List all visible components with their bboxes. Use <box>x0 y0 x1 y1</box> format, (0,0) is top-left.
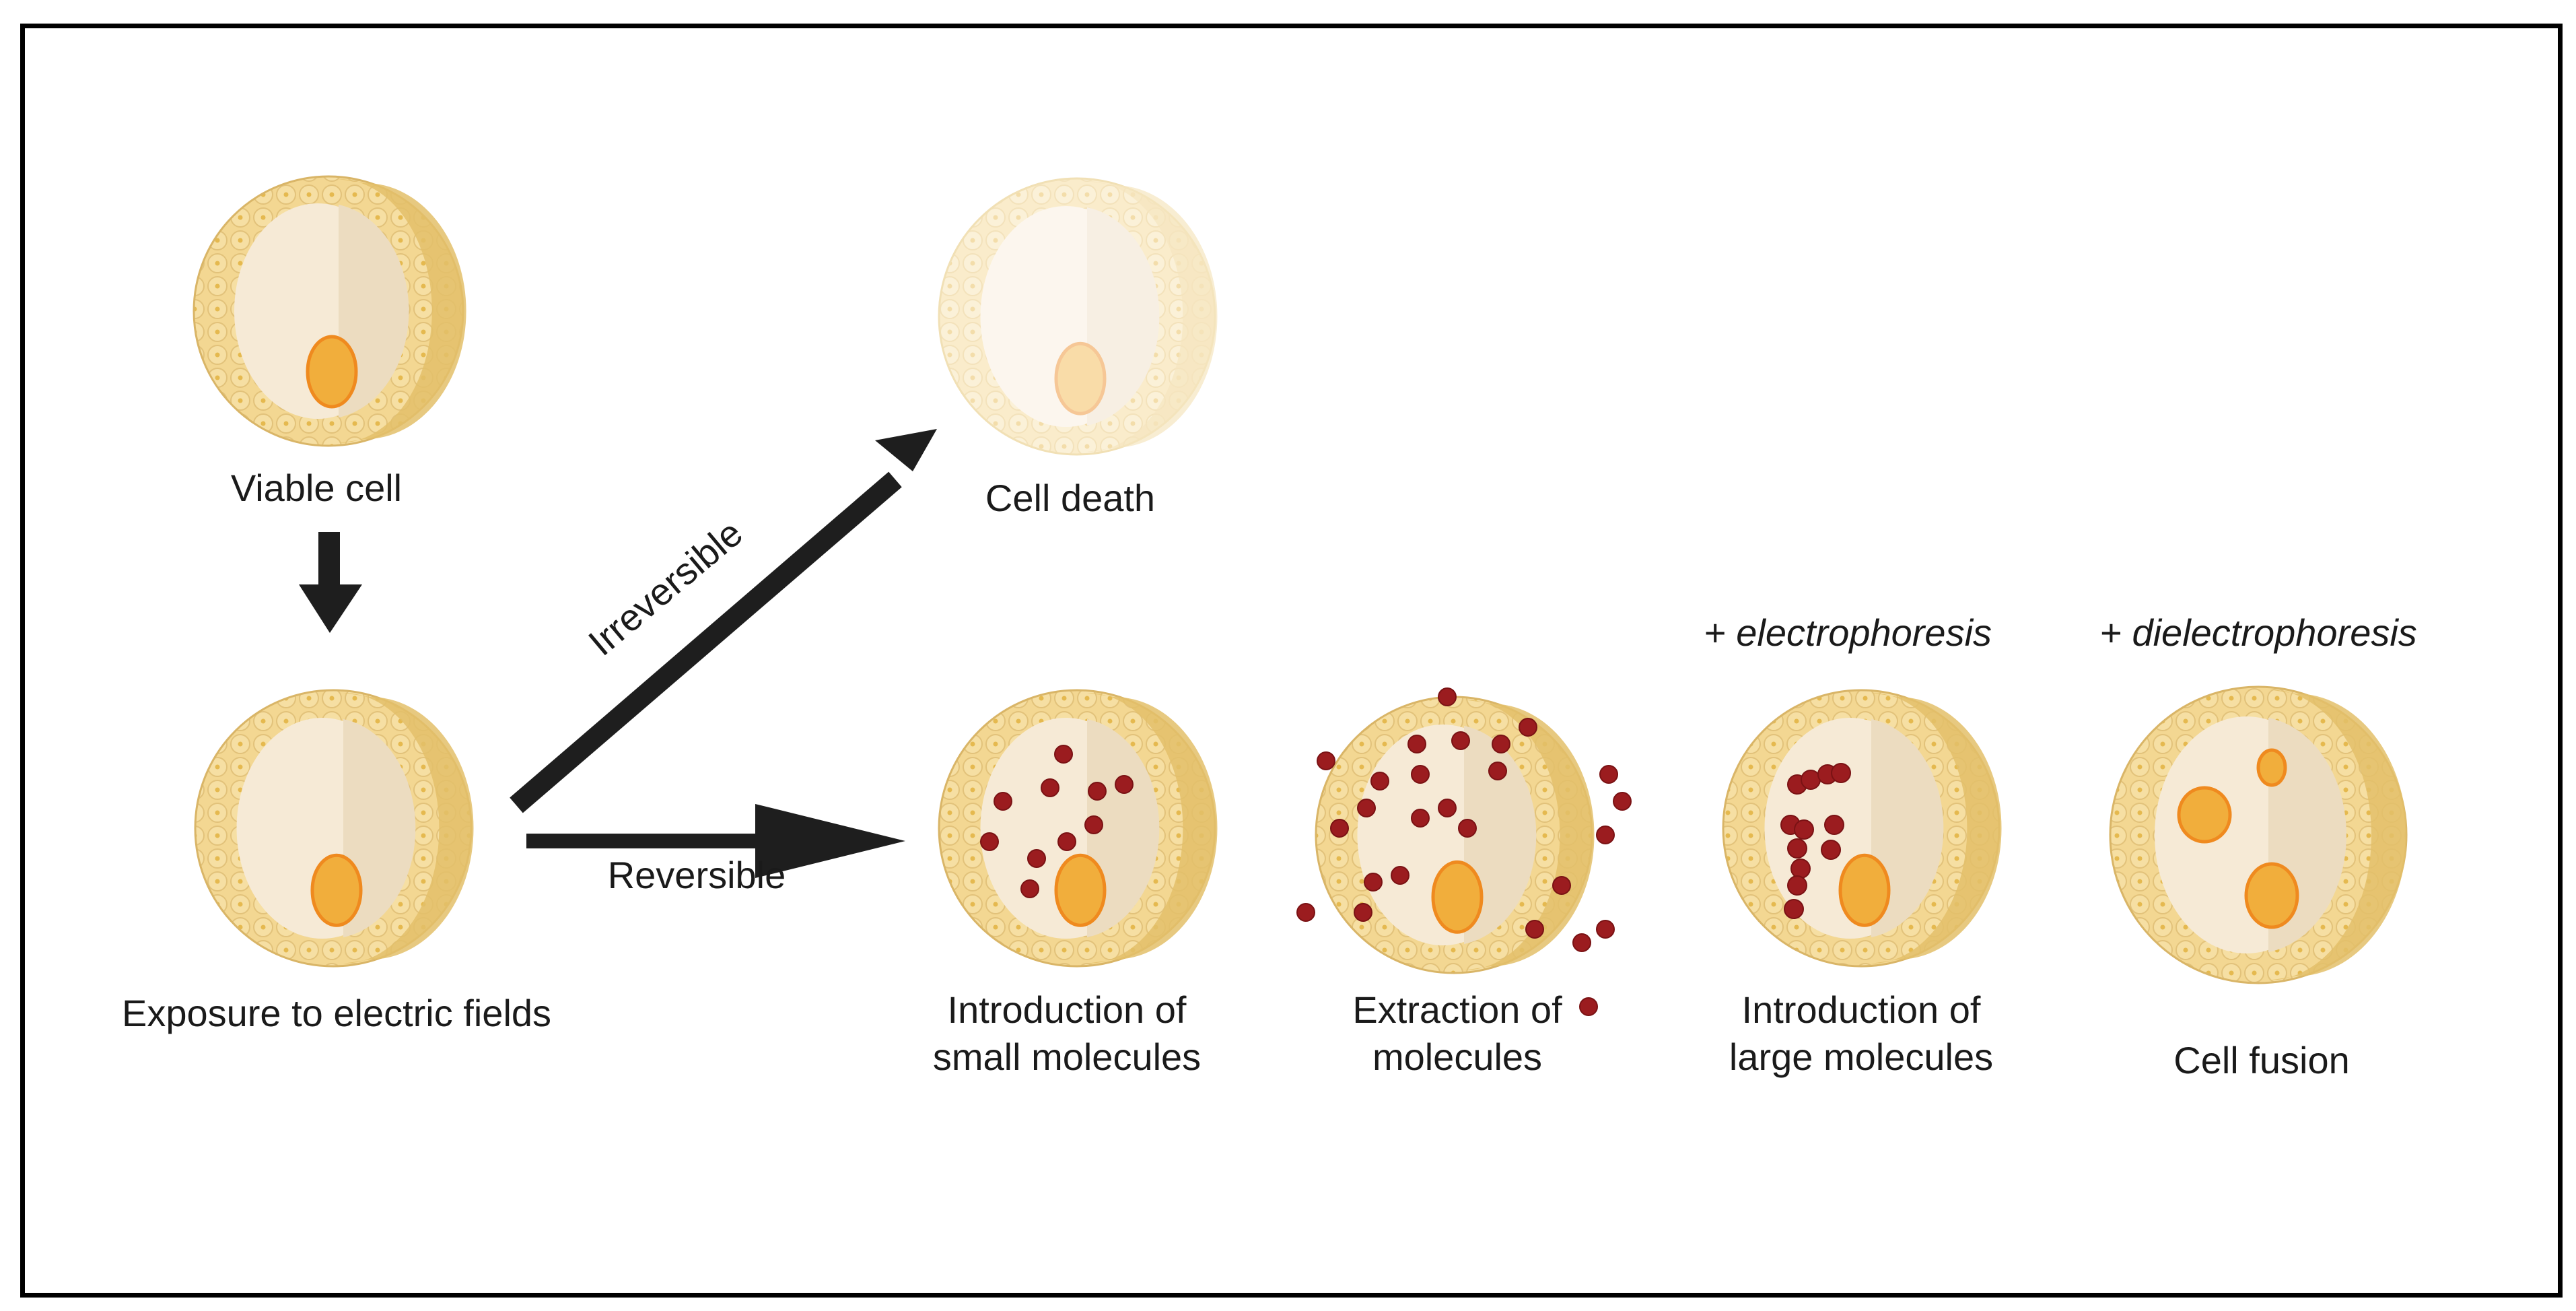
molecule <box>1492 735 1510 753</box>
label-small-molecules-line2: small molecules <box>932 1036 1202 1078</box>
molecule <box>1357 799 1376 817</box>
label-cell-death: Cell death <box>985 477 1156 519</box>
molecule <box>1525 920 1544 939</box>
nucleus <box>306 335 358 409</box>
cut-rim <box>1464 700 1595 970</box>
molecule <box>1020 879 1039 898</box>
molecule <box>1824 815 1844 835</box>
nucleus <box>1054 341 1107 415</box>
molecule <box>1579 997 1598 1016</box>
molecule <box>980 832 999 851</box>
molecule <box>1451 731 1470 750</box>
molecule <box>1552 876 1571 895</box>
arrow-viable-to-exposure <box>299 532 362 633</box>
molecule <box>1115 775 1134 794</box>
label-small-molecules-line1: Introduction of <box>947 988 1187 1031</box>
molecule <box>1787 838 1807 859</box>
cell-death <box>938 177 1218 456</box>
cut-rim <box>1871 693 2002 964</box>
molecule <box>1088 782 1107 801</box>
molecule <box>1572 933 1591 952</box>
molecule <box>1790 859 1811 879</box>
molecule <box>1831 763 1851 783</box>
molecule <box>1801 770 1821 790</box>
molecule <box>1787 875 1807 896</box>
molecule <box>1784 899 1804 919</box>
molecule <box>1330 819 1349 838</box>
nucleus <box>2256 748 2287 787</box>
nucleus <box>1431 860 1484 934</box>
label-exposure: Exposure to electric fields <box>121 992 552 1034</box>
cell-exposure <box>194 689 474 968</box>
cells-layer <box>193 175 2408 1016</box>
molecule <box>1054 745 1073 764</box>
nucleus <box>310 853 363 927</box>
figure-frame <box>20 24 2563 1298</box>
molecule <box>1317 751 1335 770</box>
cell-viable <box>193 175 466 447</box>
molecule <box>994 792 1012 811</box>
cut-rim <box>1087 181 1218 452</box>
molecule <box>1084 815 1103 834</box>
arrows-layer <box>299 429 937 878</box>
molecule <box>1599 765 1618 784</box>
label-large-molecules-line1: Introduction of <box>1741 988 1981 1031</box>
label-extraction-line2: molecules <box>1372 1036 1543 1078</box>
molecule <box>1296 903 1315 922</box>
molecule <box>1821 840 1841 860</box>
molecule <box>1458 819 1477 838</box>
cut-rim <box>343 693 474 964</box>
molecule <box>1391 866 1409 885</box>
molecule <box>1370 772 1389 791</box>
cut-rim <box>2268 690 2407 980</box>
molecule <box>1041 778 1059 797</box>
label-cell-fusion: Cell fusion <box>2173 1039 2350 1081</box>
molecule <box>1364 873 1383 892</box>
nucleus <box>1838 853 1891 927</box>
edge-label-reversible: Reversible <box>607 854 786 896</box>
molecule <box>1613 792 1632 811</box>
cell-fusion <box>2109 685 2408 984</box>
molecule <box>1794 819 1814 840</box>
molecule <box>1488 762 1507 780</box>
cut-rim <box>1087 693 1218 964</box>
label-large-molecules-line2: large molecules <box>1729 1036 1994 1078</box>
molecule <box>1354 903 1372 922</box>
molecule <box>1411 765 1430 784</box>
nucleus <box>2177 786 2232 844</box>
molecule <box>1057 832 1076 851</box>
label-viable-cell: Viable cell <box>230 467 403 509</box>
molecule <box>1596 920 1615 939</box>
nucleus <box>2244 862 2299 929</box>
molecule <box>1519 718 1537 737</box>
label-extraction-line1: Extraction of <box>1352 988 1562 1031</box>
modifier-dielectrophoresis: + dielectrophoresis <box>2099 611 2417 654</box>
molecule <box>1407 735 1426 753</box>
molecule <box>1027 849 1046 868</box>
cell-large <box>1722 689 2002 968</box>
cell-small <box>938 689 1218 968</box>
modifier-electrophoresis: + electrophoresis <box>1703 611 1992 654</box>
arrow-irreversible <box>510 429 937 813</box>
cell-extraction <box>1296 687 1632 1016</box>
molecule <box>1596 826 1615 844</box>
nucleus <box>1054 853 1107 927</box>
arrow-reversible <box>526 804 905 878</box>
molecule <box>1438 687 1457 706</box>
cut-rim <box>339 179 466 443</box>
molecule <box>1411 809 1430 828</box>
molecule <box>1438 799 1457 817</box>
